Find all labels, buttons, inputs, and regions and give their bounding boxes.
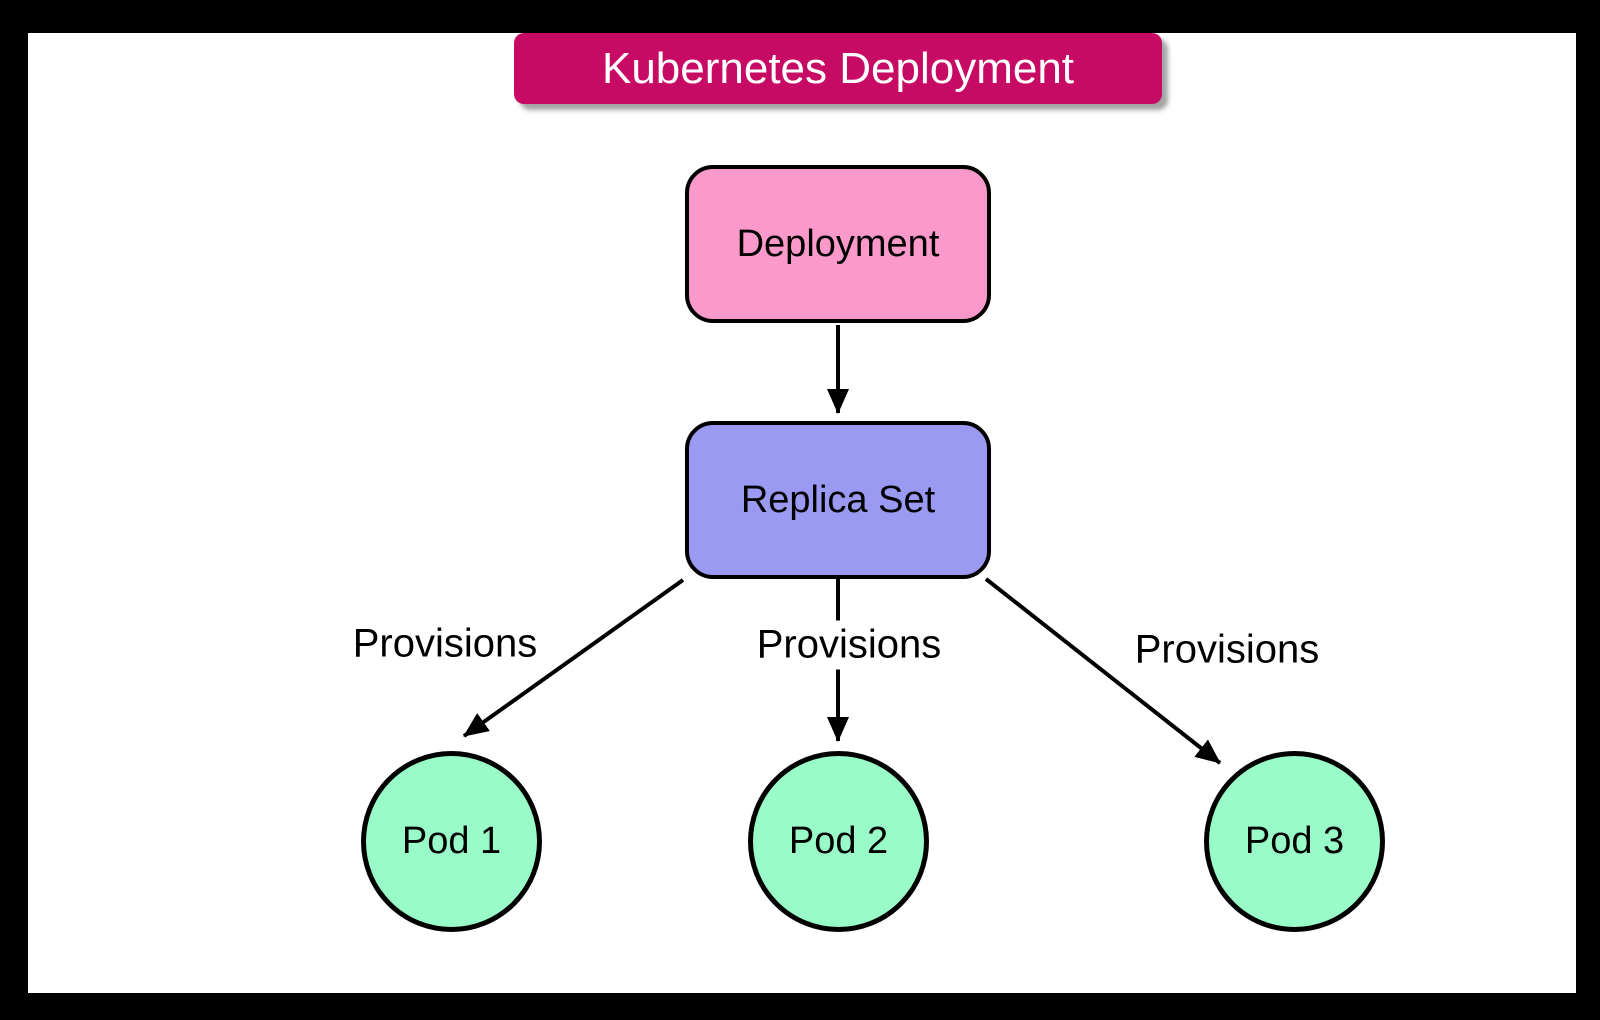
node-pod-2: Pod 2 — [748, 751, 929, 932]
node-pod-3: Pod 3 — [1204, 751, 1385, 932]
node-deployment: Deployment — [685, 165, 991, 323]
edge-label-provisions-pod-1: Provisions — [344, 619, 546, 669]
edge-label-provisions-pod-3: Provisions — [1126, 625, 1328, 675]
node-replica-set: Replica Set — [685, 421, 991, 579]
edge-replica-set-to-pod-1 — [462, 578, 685, 738]
node-pod-1: Pod 1 — [361, 751, 542, 932]
edge-label-provisions-pod-2: Provisions — [748, 620, 950, 670]
diagram-canvas: Kubernetes Deployment Deployment Replica… — [28, 33, 1576, 993]
edge-replica-set-to-pod-3 — [984, 577, 1222, 765]
diagram-title: Kubernetes Deployment — [514, 33, 1162, 104]
